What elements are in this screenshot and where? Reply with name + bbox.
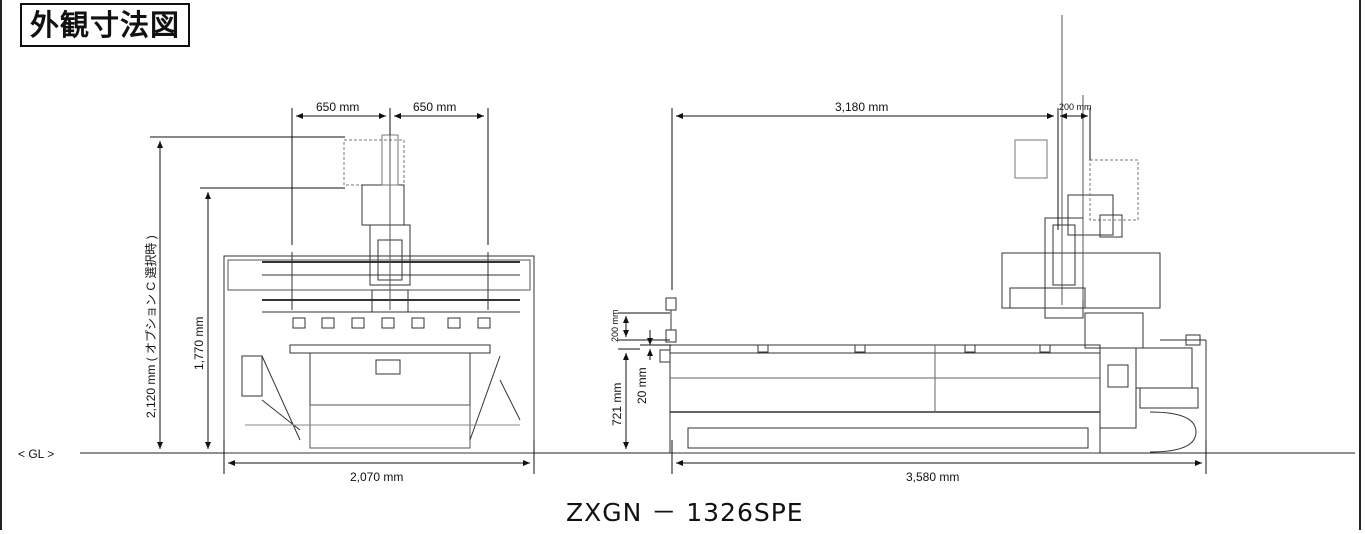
side-view-machine: [659, 15, 1207, 454]
dim-2070: 2,070 mm: [350, 470, 403, 484]
dim-20: 20 mm: [635, 367, 649, 404]
dim-721: 721 mm: [610, 383, 624, 426]
dim-1770: 1,770 mm: [192, 317, 206, 370]
dim-3580: 3,580 mm: [906, 470, 959, 484]
dim-650-left: 650 mm: [316, 100, 359, 114]
dim-3180: 3,180 mm: [835, 100, 888, 114]
dim-200-top: 200 mm: [1059, 102, 1092, 112]
front-view-machine: [223, 110, 535, 454]
dim-2120-option: 2,120 mm ( オプション C 選択時 ): [144, 235, 158, 418]
model-name: ZXGN － 1326SPE: [566, 498, 804, 527]
page-title: 外観寸法図: [20, 3, 191, 47]
dim-650-right: 650 mm: [413, 100, 456, 114]
ground-label: < GL >: [18, 447, 54, 461]
dim-200-small: 200 mm: [610, 309, 620, 342]
